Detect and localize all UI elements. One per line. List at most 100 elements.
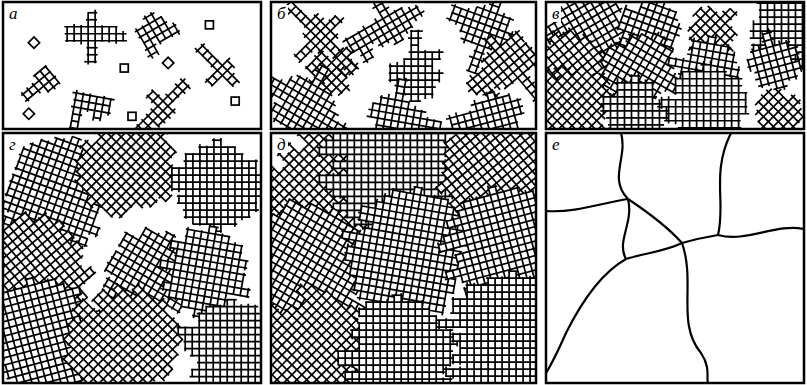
illustration-part — [142, 26, 159, 55]
illustration-part — [486, 277, 535, 279]
illustration-part — [85, 238, 88, 246]
illustration-part — [330, 46, 336, 52]
illustration-part — [233, 245, 242, 295]
illustration-part — [132, 283, 139, 290]
illustration-part — [177, 326, 179, 335]
illustration-part — [344, 61, 353, 70]
illustration-part — [659, 99, 661, 128]
illustration-part — [394, 295, 401, 302]
illustration-part — [93, 96, 97, 120]
illustration-part — [288, 6, 296, 14]
illustration-part — [631, 74, 633, 128]
illustration-part — [682, 71, 684, 128]
illustration-part — [175, 84, 185, 94]
illustration-part — [442, 249, 454, 315]
grain-boundary — [619, 134, 628, 199]
illustration-part — [192, 370, 260, 377]
illustration-part — [445, 366, 447, 376]
panel-content — [272, 3, 535, 128]
illustration-part — [75, 93, 111, 106]
illustration-part — [445, 134, 447, 143]
illustration-part — [347, 134, 349, 218]
illustration-part — [449, 4, 455, 21]
illustration-part — [693, 7, 702, 16]
illustration-part — [120, 64, 128, 72]
crystal-grain — [336, 293, 459, 382]
panel-content — [547, 134, 803, 382]
illustration-part — [345, 244, 348, 261]
illustration-part — [27, 88, 34, 96]
illustration-part — [80, 140, 89, 149]
illustration-part — [476, 47, 532, 94]
illustration-part — [219, 305, 221, 382]
illustration-part — [101, 25, 103, 41]
illustration-part — [340, 123, 346, 128]
illustration-part — [456, 112, 461, 128]
illustration-part — [73, 92, 115, 99]
grain-boundary — [626, 243, 682, 259]
illustration-part — [310, 47, 347, 84]
illustration-part — [371, 103, 374, 117]
illustration-part — [428, 307, 430, 382]
illustration-part — [90, 134, 166, 207]
illustration-part — [359, 323, 436, 330]
illustration-part — [227, 299, 237, 301]
illustration-part — [494, 278, 496, 382]
illustration-part — [415, 110, 422, 128]
illustration-part — [603, 52, 676, 94]
illustration-part — [319, 147, 452, 154]
illustration-part — [186, 210, 249, 217]
illustration-part — [340, 201, 342, 212]
illustration-part — [375, 95, 382, 128]
illustration-part — [724, 71, 726, 128]
illustration-part — [547, 73, 595, 121]
illustration-part — [421, 300, 423, 382]
illustration-part — [449, 377, 451, 382]
illustration-part — [185, 153, 187, 218]
illustration-part — [163, 96, 173, 106]
illustration-part — [4, 216, 6, 224]
illustration-part — [41, 282, 68, 382]
illustration-part — [667, 113, 750, 115]
illustration-part — [72, 299, 84, 311]
illustration-part — [21, 288, 48, 382]
illustration-part — [444, 368, 535, 370]
illustration-part — [325, 140, 446, 142]
illustration-part — [100, 141, 167, 208]
crystal-grain — [49, 134, 202, 243]
illustration-part — [547, 79, 609, 128]
illustration-part — [23, 108, 34, 119]
illustration-part — [795, 47, 798, 58]
illustration-part — [710, 61, 712, 128]
illustration-part — [438, 49, 440, 60]
crystal-grain — [64, 10, 127, 65]
illustration-part — [411, 31, 418, 38]
illustration-part — [272, 78, 275, 92]
illustration-part — [32, 83, 41, 93]
illustration-part — [424, 50, 426, 99]
illustration-part — [349, 67, 357, 75]
illustration-part — [80, 25, 82, 45]
grain-boundary — [623, 199, 629, 259]
crystal-grain — [442, 83, 531, 128]
illustration-part — [449, 329, 451, 367]
illustration-part — [701, 64, 711, 66]
illustration-part — [438, 242, 441, 252]
illustration-part — [71, 106, 111, 113]
crystal-grain — [177, 299, 260, 382]
illustration-part — [77, 304, 89, 316]
illustration-part — [177, 195, 260, 197]
illustration-part — [25, 212, 85, 284]
illustration-part — [704, 65, 711, 72]
panel-frame — [3, 133, 261, 383]
illustration-part — [435, 315, 437, 382]
illustration-part — [151, 95, 159, 103]
illustration-part — [295, 16, 336, 57]
illustration-part — [184, 216, 251, 218]
illustration-part — [747, 59, 750, 72]
illustration-part — [4, 291, 27, 382]
illustration-part — [245, 260, 247, 270]
illustration-part — [73, 100, 110, 107]
